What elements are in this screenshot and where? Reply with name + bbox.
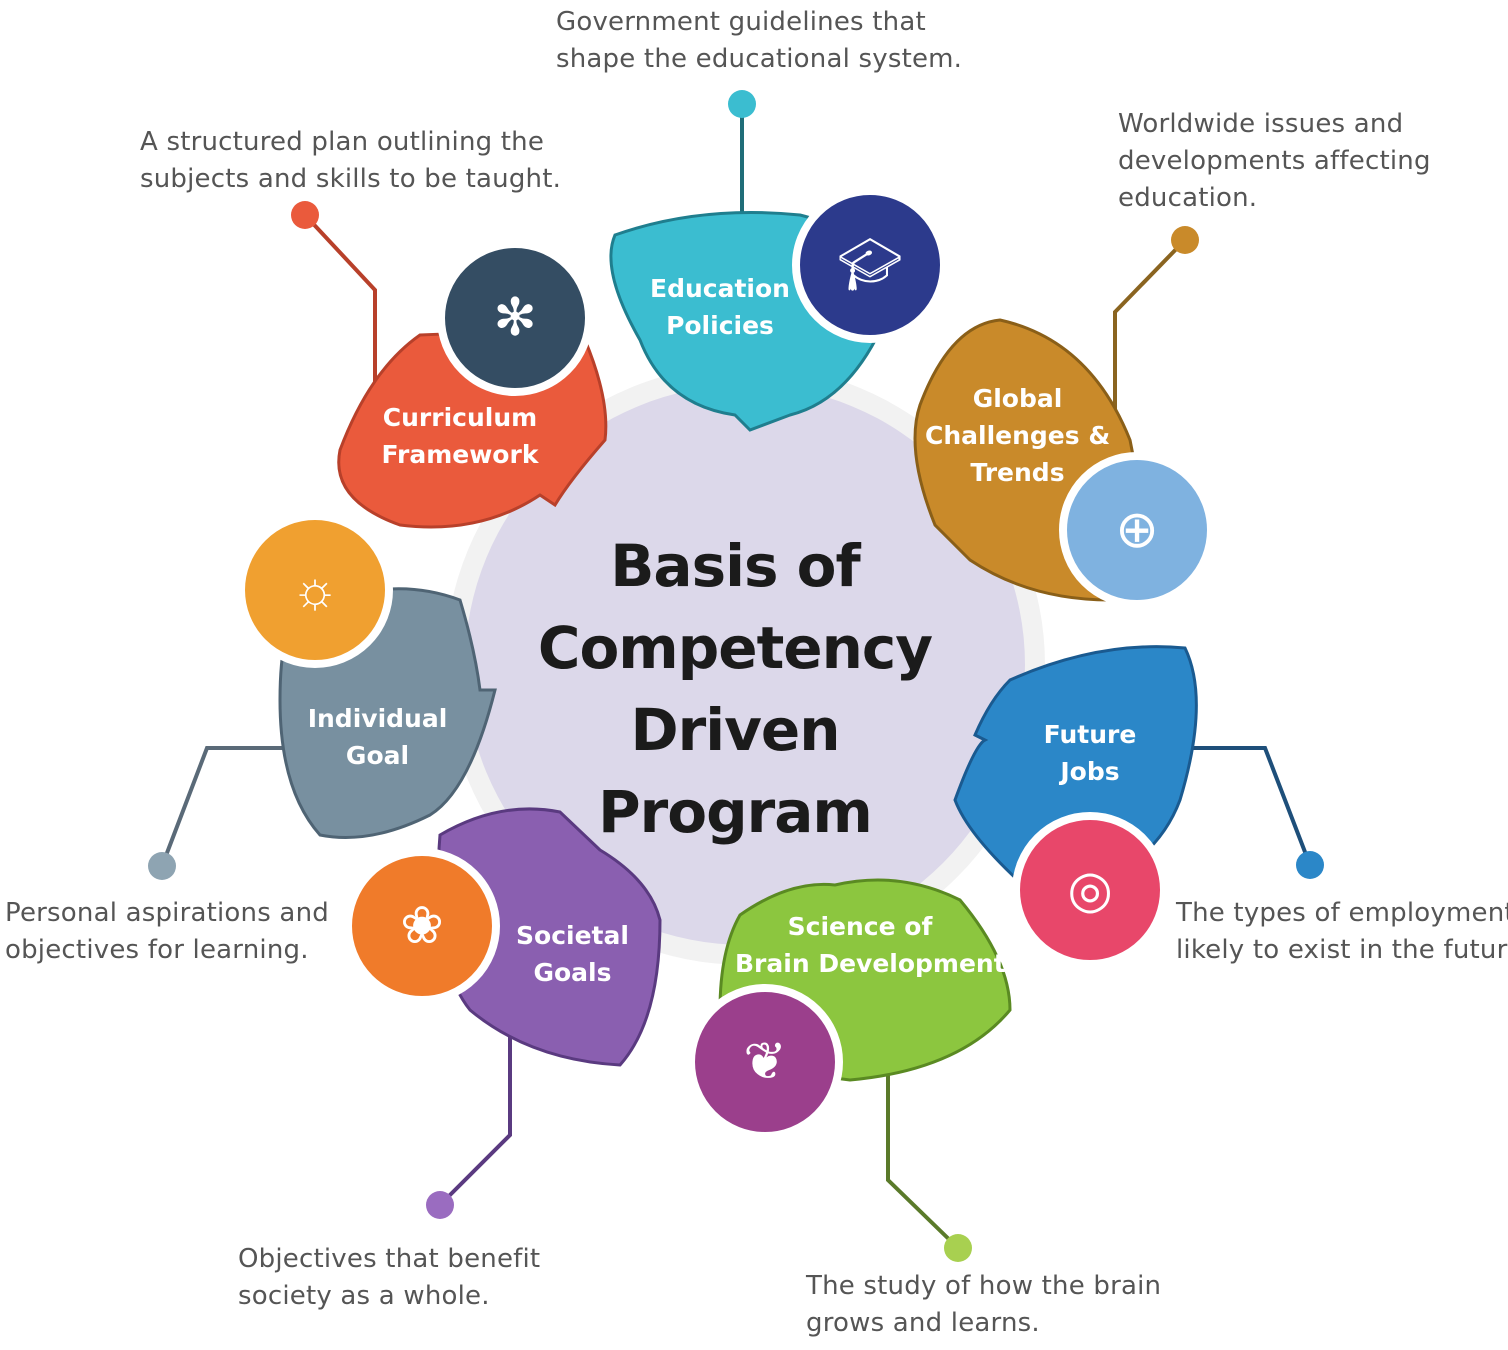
title-line: Driven Program <box>598 696 873 846</box>
text-line: Personal aspirations and <box>5 898 329 928</box>
desc-societal-goals: Objectives that benefit society as a whol… <box>238 1241 540 1315</box>
text-line: Jobs <box>1060 757 1120 786</box>
icon-circle-global <box>1059 452 1215 608</box>
text-line: society as a whole. <box>238 1281 490 1311</box>
text-line: Individual <box>307 704 448 733</box>
dot-global <box>1171 226 1199 254</box>
title-line: Competency <box>537 614 933 682</box>
desc-individual-goal: Personal aspirations and objectives for l… <box>5 895 329 969</box>
text-line: Global <box>972 384 1063 413</box>
fingerprint-icon: ◎ <box>1067 861 1113 919</box>
icon-circle-education <box>792 187 948 343</box>
dot-brain <box>944 1234 972 1262</box>
dot-jobs <box>1296 851 1324 879</box>
text-line: The study of how the brain <box>806 1271 1162 1301</box>
connector-societal <box>438 1030 512 1207</box>
dot-curriculum <box>291 201 319 229</box>
desc-education-policies: Government guidelines that shape the educ… <box>556 4 962 78</box>
globe-people-icon: ⊕ <box>1115 501 1159 559</box>
center-circle <box>465 385 1025 945</box>
person-idea-icon: ☼ <box>291 561 339 619</box>
title-line: Basis of <box>610 532 861 600</box>
text-line: developments affecting <box>1118 146 1431 176</box>
text-line: objectives for learning. <box>5 935 309 965</box>
hands-people-icon: ❀ <box>400 897 444 955</box>
connector-brain <box>886 1075 960 1250</box>
desc-future-jobs: The types of employment likely to exist i… <box>1176 895 1508 969</box>
text-line: shape the educational system. <box>556 44 963 74</box>
icon-circle-curriculum <box>437 240 593 396</box>
graduation-books-icon: 🎓︎ <box>836 236 903 294</box>
dot-education <box>728 90 756 118</box>
text-line: Education <box>650 274 790 303</box>
label-brain-development: Science of Brain Development <box>735 908 1006 982</box>
dot-societal <box>426 1191 454 1219</box>
desc-curriculum-framework: A structured plan outlining the subjects … <box>140 124 561 198</box>
connector-jobs <box>1185 746 1312 866</box>
brain-book-icon: ❦ <box>743 1033 787 1091</box>
text-line: likely to exist in the future. <box>1176 935 1508 965</box>
icon-circle-brain <box>687 984 843 1140</box>
text-line: Curriculum <box>382 403 538 432</box>
text-line: Goal <box>345 741 410 770</box>
connector-curriculum <box>303 213 377 395</box>
text-line: The types of employment <box>1176 898 1508 928</box>
text-line: Challenges & <box>925 421 1111 450</box>
text-line: Objectives that benefit <box>238 1244 541 1274</box>
network-document-icon: ✻ <box>493 289 537 347</box>
text-line: Brain Development <box>735 949 1006 978</box>
desc-brain-development: The study of how the brain grows and lear… <box>806 1268 1161 1342</box>
dot-individual <box>148 852 176 880</box>
text-line: education. <box>1118 183 1258 213</box>
desc-global-challenges: Worldwide issues and developments affecti… <box>1118 106 1431 217</box>
text-line: Trends <box>970 458 1065 487</box>
icon-circle-societal <box>344 848 500 1004</box>
diagram-title: Basis of Competency Driven Program <box>500 525 970 853</box>
text-line: Future <box>1043 720 1137 749</box>
text-line: Government guidelines that <box>556 7 926 37</box>
connector-individual <box>160 746 285 867</box>
text-line: Policies <box>666 311 774 340</box>
text-line: Science of <box>787 912 933 941</box>
text-line: Goals <box>533 958 612 987</box>
icon-circle-individual <box>237 512 393 668</box>
text-line: subjects and skills to be taught. <box>140 164 562 194</box>
text-line: Framework <box>381 440 539 469</box>
icon-circle-jobs <box>1012 812 1168 968</box>
text-line: grows and learns. <box>806 1308 1040 1338</box>
text-line: Societal <box>516 921 629 950</box>
text-line: A structured plan outlining the <box>140 127 545 157</box>
connector-global <box>1113 238 1187 410</box>
text-line: Worldwide issues and <box>1118 109 1404 139</box>
